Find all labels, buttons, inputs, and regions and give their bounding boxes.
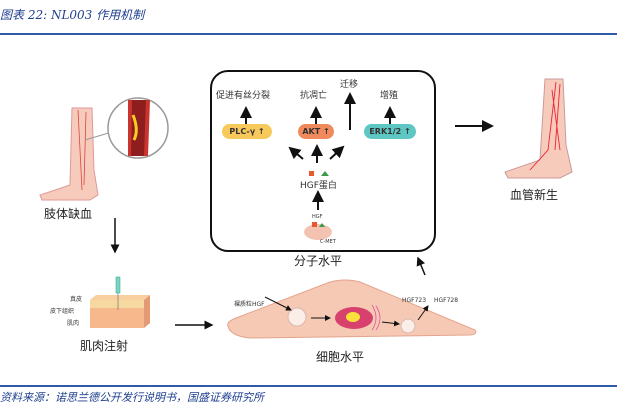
source-note: 资料来源：诺思兰德公开发行说明书，国盛证券研究所	[0, 391, 264, 404]
hgf-triangle-marker	[321, 171, 329, 176]
figure-caption: 图表 22: NL003 作用机制	[0, 8, 145, 22]
intramuscular-injection-label: 肌肉注射	[80, 339, 129, 353]
syringe-icon	[115, 276, 121, 294]
revascularized-leg-illustration	[504, 78, 573, 179]
pathway-akt: AKT ↑	[298, 124, 334, 139]
pathway-erk: ERK1/2 ↑	[364, 124, 416, 139]
ischemic-leg-illustration	[39, 97, 169, 201]
receptor-hgf-label: HGF	[312, 214, 323, 220]
effect-migration: 迁移	[340, 80, 359, 90]
isoform-hgf723-label: HGF723	[402, 297, 427, 304]
layer-label-muscle: 肌肉	[67, 320, 80, 327]
c-met-label: C-MET	[320, 239, 336, 245]
layer-label-subcutaneous: 皮下组织	[50, 308, 75, 315]
top-divider	[0, 33, 617, 35]
naked-plasmid-hgf-label: 裸质粒HGF	[234, 301, 265, 308]
hgf-square-marker	[309, 171, 314, 176]
layer-label-dermis: 真皮	[70, 296, 83, 303]
cell-illustration	[227, 279, 477, 339]
isoform-hgf728-label: HGF728	[434, 297, 459, 304]
molecular-level-box	[210, 70, 436, 252]
skin-block-illustration	[90, 276, 150, 328]
angiogenesis-label: 血管新生	[510, 188, 559, 202]
hgf-protein-label: HGF蛋白	[300, 181, 337, 191]
c-met-receptor	[304, 224, 332, 240]
bottom-divider	[0, 385, 617, 387]
limb-ischemia-label: 肢体缺血	[44, 207, 93, 221]
effect-anti-apoptosis: 抗凋亡	[300, 91, 328, 101]
effect-mitosis: 促进有丝分裂	[216, 91, 271, 101]
pathway-plc-gamma: PLC-γ ↑	[222, 124, 272, 139]
effect-proliferation: 增殖	[380, 91, 399, 101]
molecular-level-title: 分子水平	[294, 254, 343, 268]
cellular-level-title: 细胞水平	[316, 350, 365, 364]
